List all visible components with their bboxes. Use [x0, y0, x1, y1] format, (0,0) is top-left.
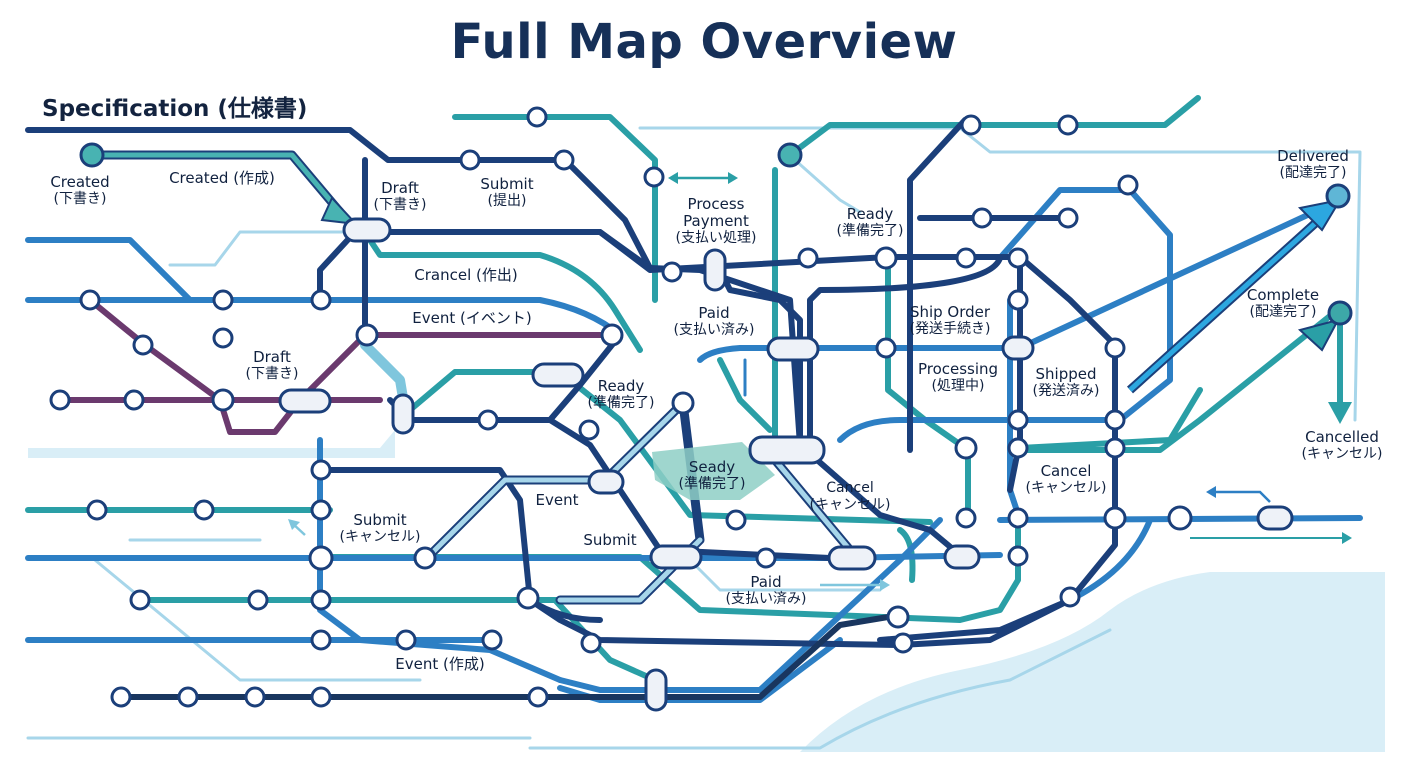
- station-name: Cancelled: [1305, 428, 1379, 446]
- station-name-jp: (発送手続き): [909, 321, 991, 337]
- station-label-draft-top[interactable]: Draft (下書き): [374, 180, 427, 214]
- created-arrow-line: [87, 150, 345, 217]
- station-label-event-low[interactable]: Event: [536, 492, 579, 509]
- station-label-ready-right[interactable]: Ready (準備完了): [837, 206, 904, 240]
- station-name-jp: (下書き): [373, 197, 427, 213]
- seady-zone: [652, 442, 775, 500]
- station-name: Cancel: [1040, 462, 1092, 480]
- station-name-jp: (準備完了): [836, 223, 904, 239]
- arrows: [288, 172, 1352, 591]
- station-name: Ready: [597, 377, 645, 395]
- station-name: Created (作成): [169, 169, 275, 187]
- station-label-complete[interactable]: Complete (配達完了): [1247, 287, 1319, 321]
- station-label-created-line[interactable]: Created (作成): [169, 170, 275, 187]
- station-name: Process: [687, 195, 745, 213]
- station-name-jp: (処理中): [931, 378, 985, 394]
- station-name-line2: Payment: [683, 212, 749, 230]
- station-name-jp: (キャンセル): [339, 529, 421, 545]
- station-label-cancel-right[interactable]: Cancel (キャンセル): [1026, 463, 1107, 497]
- station-label-ready-mid[interactable]: Ready (準備完了): [588, 378, 655, 412]
- station-name: Draft: [253, 348, 291, 366]
- station-name: Submit: [583, 531, 637, 549]
- water-area: [800, 572, 1385, 752]
- station-name-jp: (準備完了): [587, 395, 655, 411]
- station-label-submit-top[interactable]: Submit (提出): [480, 176, 533, 210]
- station-name: Event (イベント): [412, 309, 532, 327]
- station-name-jp: (キャンセル): [809, 497, 891, 513]
- station-name-jp: (支払い済み): [673, 322, 755, 338]
- station-label-submit-low[interactable]: Submit: [583, 532, 636, 549]
- station-name-jp: (配達完了): [1279, 165, 1347, 181]
- station-name: Submit: [480, 175, 534, 193]
- station-name-jp: (キャンセル): [1025, 480, 1107, 496]
- dark-lines: [117, 612, 903, 700]
- station-name-jp: (支払い処理): [675, 230, 757, 246]
- station-name-jp: (配達完了): [1249, 304, 1317, 320]
- station-label-shipped[interactable]: Shipped (発送済み): [1033, 366, 1100, 400]
- station-name: Processing: [917, 360, 999, 378]
- station-name-jp: (支払い済み): [725, 591, 807, 607]
- terminal-stations: [79, 142, 1353, 326]
- station-label-event-bottom[interactable]: Event (作成): [395, 656, 484, 673]
- station-label-delivered[interactable]: Delivered (配達完了): [1277, 148, 1349, 182]
- station-label-paid-top[interactable]: Paid (支払い済み): [674, 305, 755, 339]
- station-label-cancel-mid[interactable]: Cancel (キャンセル): [810, 480, 891, 514]
- station-name: Draft: [381, 179, 419, 197]
- station-label-submit-left[interactable]: Submit (キャンセル): [340, 512, 421, 546]
- station-name: Event: [535, 491, 579, 509]
- station-label-event-mid[interactable]: Event (イベント): [412, 310, 531, 327]
- station-name-jp: (準備完了): [678, 476, 746, 492]
- station-name: Paid: [698, 304, 730, 322]
- stations: [49, 106, 1193, 708]
- station-name-jp: (キャンセル): [1301, 446, 1383, 462]
- station-label-ship-order[interactable]: Ship Order (発送手続き): [910, 304, 991, 338]
- station-label-created[interactable]: Created (下書き): [50, 174, 109, 208]
- page-title: Full Map Overview: [450, 14, 958, 70]
- station-label-process-payment[interactable]: Process Payment (支払い処理): [676, 196, 757, 247]
- station-label-crancel[interactable]: Crancel (作出): [414, 267, 517, 284]
- station-name: Delivered: [1277, 147, 1349, 165]
- station-name: Paid: [750, 573, 782, 591]
- created-arrow-head: [320, 196, 359, 226]
- station-name-jp: (発送済み): [1032, 383, 1100, 399]
- station-label-paid-low[interactable]: Paid (支払い済み): [726, 574, 807, 608]
- station-name: Shipped: [1035, 365, 1097, 383]
- station-name: Seady: [688, 458, 736, 476]
- station-label-draft-left[interactable]: Draft (下書き): [246, 349, 299, 383]
- water-strip: [28, 430, 395, 458]
- station-name: Ready: [846, 205, 894, 223]
- station-label-processing[interactable]: Processing (処理中): [918, 361, 998, 395]
- station-label-seady[interactable]: Seady (準備完了): [679, 459, 746, 493]
- station-name: Event (作成): [395, 655, 485, 673]
- station-label-cancelled[interactable]: Cancelled (キャンセル): [1302, 429, 1383, 463]
- station-name-jp: (提出): [487, 193, 527, 209]
- station-name: Created: [50, 173, 110, 191]
- station-name: Submit: [353, 511, 407, 529]
- station-name: Cancel: [826, 480, 874, 496]
- station-name: Crancel (作出): [414, 266, 518, 284]
- station-name-jp: (下書き): [53, 191, 107, 207]
- station-name: Ship Order: [909, 303, 991, 321]
- interchanges: [278, 217, 1294, 712]
- station-name-jp: (下書き): [245, 366, 299, 382]
- map-subtitle: Specification (仕様書): [42, 96, 308, 122]
- station-name: Complete: [1246, 286, 1320, 304]
